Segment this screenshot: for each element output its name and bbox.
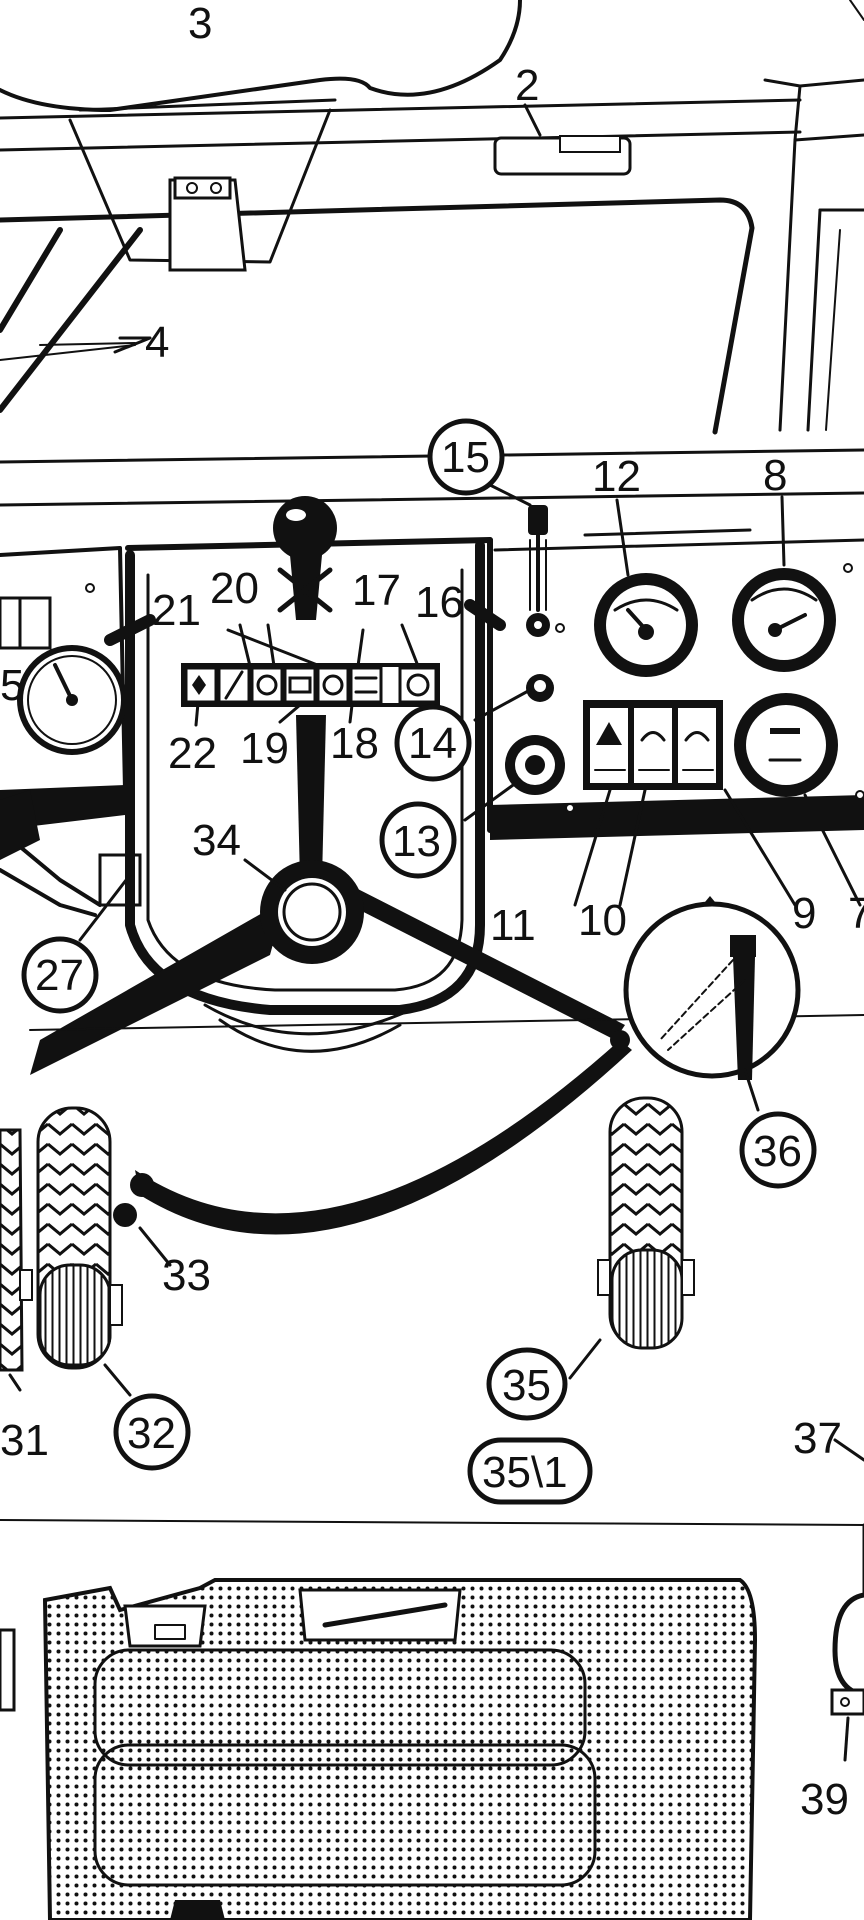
label-33: 33 [162,1251,211,1300]
gauge-12 [594,573,698,677]
gear-lever [273,496,337,620]
pedal-35 [597,1096,695,1350]
lower-console [0,1578,758,1920]
left-stalk-lever [0,790,142,917]
label-34: 34 [192,816,241,865]
pedal-left-31 [0,1128,24,1372]
label-18: 18 [330,719,379,768]
leader-lines [8,103,864,1762]
label-31: 31 [0,1416,49,1465]
rear-view-mirror [0,0,522,272]
callout-labels: 3 2 4 15 12 8 21 20 17 16 5 22 19 18 14 … [0,0,864,1824]
ignition-key [526,505,565,637]
label-15: 15 [441,433,490,482]
label-7: 7 [848,889,864,938]
label-3: 3 [188,0,212,48]
shroud-tab-right [464,599,506,631]
label-21: 21 [152,586,201,635]
label-13: 13 [392,817,441,866]
steering-column [296,715,326,880]
label-27: 27 [35,951,84,1000]
label-8: 8 [763,451,787,500]
label-circles [21,418,817,1505]
pedal-32 [19,1106,123,1370]
label-37: 37 [793,1414,842,1463]
label-16: 16 [415,578,464,627]
label-17: 17 [352,566,401,615]
rocker-switch-panel [583,700,723,790]
wiper-blades [0,227,143,413]
label-9: 9 [792,889,816,938]
label-5: 5 [0,661,24,710]
label-20: 20 [210,564,259,613]
dash-top-edge-lower [0,491,864,507]
label-39: 39 [800,1775,849,1824]
label-14: 14 [408,719,457,768]
gauge-7 [734,693,838,797]
label-12: 12 [592,452,641,501]
label-36: 36 [753,1127,802,1176]
label-10: 10 [578,896,627,945]
knob-33 [113,1203,137,1227]
part-39 [830,1523,864,1716]
inset-detail-36 [623,896,801,1080]
right-instrument-panel [487,528,864,840]
visor-clip [493,135,632,176]
label-19: 19 [240,724,289,773]
label-11: 11 [490,901,536,950]
warning-light-strip [181,663,440,707]
label-35: 35 [502,1361,551,1410]
floor-line [0,1519,864,1526]
shroud-tab-left [104,614,156,646]
label-22: 22 [168,729,217,778]
steering-wheel [30,860,632,1235]
switch-knob-14 [526,674,554,702]
label-32: 32 [127,1409,176,1458]
label-2: 2 [515,61,539,110]
label-4: 4 [145,318,169,367]
gauge-8 [732,568,836,672]
dash-screws [85,563,864,813]
label-35-1: 35\1 [482,1448,568,1497]
windshield [0,0,864,435]
